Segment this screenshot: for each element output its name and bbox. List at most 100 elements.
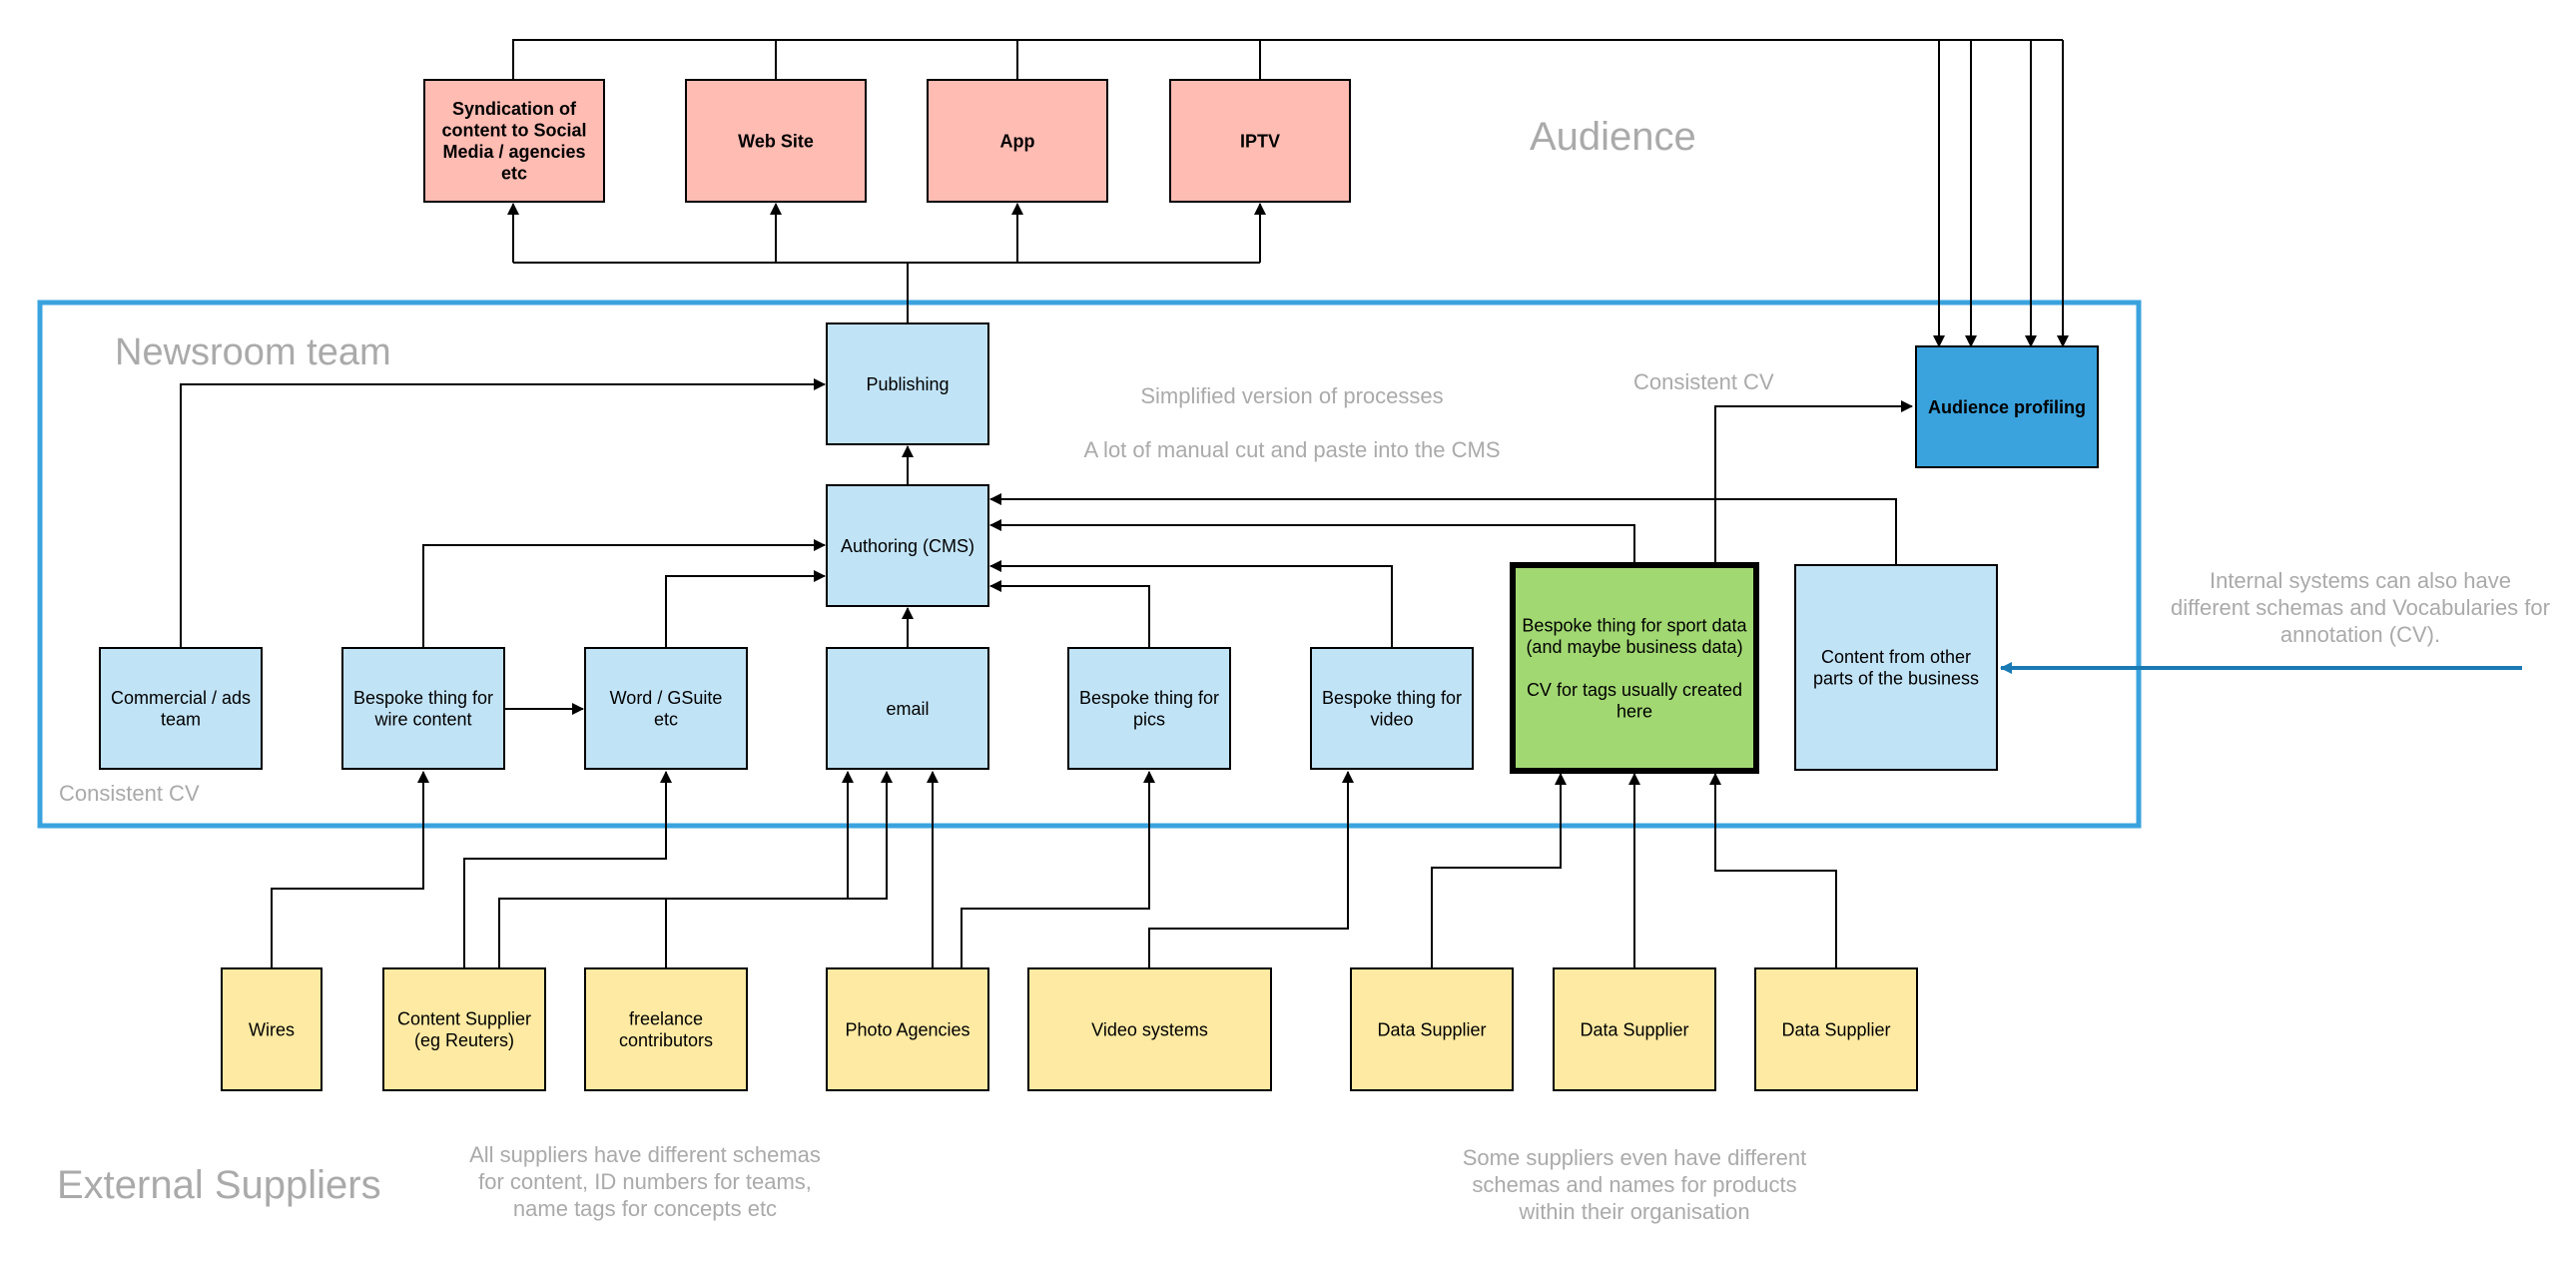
node-photo-agencies[interactable]: Photo Agencies	[826, 967, 989, 1091]
node-app[interactable]: App	[927, 79, 1108, 203]
node-label-line: (and maybe business data)	[1526, 637, 1742, 657]
connectors	[180, 39, 2069, 968]
node-box	[341, 647, 505, 770]
node-box	[1350, 967, 1514, 1091]
node-label-line: IPTV	[1240, 131, 1280, 151]
node-label-line: etc	[654, 710, 678, 730]
node-wires[interactable]: Wires	[221, 967, 322, 1091]
node-label-line: content to Social	[441, 121, 586, 141]
node-content-supplier[interactable]: Content Supplier(eg Reuters)	[382, 967, 546, 1091]
node-label-line: contributors	[619, 1030, 713, 1050]
label-line: within their organisation	[1518, 1199, 1749, 1224]
node-box	[1310, 647, 1474, 770]
node-label-line: Content from other	[1821, 647, 1971, 667]
node-label-line: parts of the business	[1813, 669, 1979, 689]
node-label-line: here	[1616, 701, 1652, 721]
node-label-line: wire content	[373, 710, 471, 730]
node-box	[1754, 967, 1918, 1091]
node-label-line: Authoring (CMS)	[841, 536, 974, 556]
node-label: IPTV	[1240, 131, 1280, 151]
node-sport-data[interactable]: Bespoke thing for sport data(and maybe b…	[1510, 562, 1759, 774]
node-label-line: Word / GSuite	[610, 688, 723, 708]
label-line: Internal systems can also have	[2210, 568, 2511, 593]
node-data-supplier-1[interactable]: Data Supplier	[1350, 967, 1514, 1091]
node-label-line: Publishing	[866, 374, 949, 394]
node-box	[826, 647, 989, 770]
node-label-line: (eg Reuters)	[414, 1030, 514, 1050]
process-note-1: Simplified version of processes	[1140, 383, 1443, 408]
newsroom-boundary	[37, 300, 2142, 829]
node-label: Bespoke thing for sport data(and maybe b…	[1522, 615, 1747, 721]
node-box	[826, 967, 989, 1091]
node-box	[382, 967, 546, 1091]
connector-video-authoring	[989, 560, 1393, 648]
node-label-line: email	[886, 699, 929, 719]
node-box	[1067, 647, 1231, 770]
audience-title: Audience	[1530, 115, 1696, 159]
node-box	[584, 647, 748, 770]
node-website[interactable]: Web Site	[685, 79, 867, 203]
node-label: Web Site	[738, 131, 814, 151]
node-label-line: Wires	[249, 1019, 295, 1039]
node-label-line: Content Supplier	[397, 1009, 531, 1029]
node-label: Wires	[249, 1019, 295, 1039]
connector-photo-pics	[961, 771, 1155, 968]
connector-commercial-publishing	[180, 378, 826, 648]
node-label-line: Bespoke thing for	[353, 688, 493, 708]
node-box	[1510, 562, 1759, 774]
connector-content-word	[463, 771, 672, 968]
node-label: email	[886, 699, 929, 719]
connector-freelance-email	[665, 771, 854, 968]
node-label: Video systems	[1091, 1019, 1208, 1039]
node-box	[826, 484, 989, 607]
node-label-line: Bespoke thing for sport data	[1522, 615, 1747, 635]
connector-sport-authoring	[989, 519, 1635, 565]
connector-sport-profiling	[1714, 400, 1913, 565]
node-label-line: video	[1370, 710, 1413, 730]
node-label-line: Data Supplier	[1377, 1019, 1486, 1039]
node-data-supplier-2[interactable]: Data Supplier	[1553, 967, 1716, 1091]
node-label: Publishing	[866, 374, 949, 394]
node-box	[221, 967, 322, 1091]
node-label: Content Supplier(eg Reuters)	[397, 1009, 531, 1051]
connector-other-authoring	[989, 493, 1897, 565]
node-video-systems[interactable]: Video systems	[1027, 967, 1272, 1091]
node-email[interactable]: email	[826, 647, 989, 770]
node-box	[927, 79, 1108, 203]
node-authoring[interactable]: Authoring (CMS)	[826, 484, 989, 607]
node-box	[423, 79, 605, 203]
node-label-line: Commercial / ads	[111, 688, 251, 708]
node-label: Data Supplier	[1580, 1019, 1688, 1039]
node-box	[1027, 967, 1272, 1091]
node-iptv[interactable]: IPTV	[1169, 79, 1351, 203]
node-data-supplier-3[interactable]: Data Supplier	[1754, 967, 1918, 1091]
connector-data1-sport	[1431, 773, 1567, 968]
connector-data3-sport	[1709, 773, 1837, 968]
label-line: for content, ID numbers for teams,	[478, 1169, 812, 1194]
node-label-line: team	[161, 710, 201, 730]
newsroom-title: Newsroom team	[115, 331, 391, 373]
connector-content-email	[498, 771, 893, 968]
node-audience-profiling[interactable]: Audience profiling	[1915, 345, 2099, 468]
label-line: different schemas and Vocabularies for	[2171, 595, 2550, 620]
node-label: Data Supplier	[1781, 1019, 1890, 1039]
node-publishing[interactable]: Publishing	[826, 322, 989, 445]
label-line: All suppliers have different schemas	[469, 1142, 821, 1167]
node-box	[826, 322, 989, 445]
